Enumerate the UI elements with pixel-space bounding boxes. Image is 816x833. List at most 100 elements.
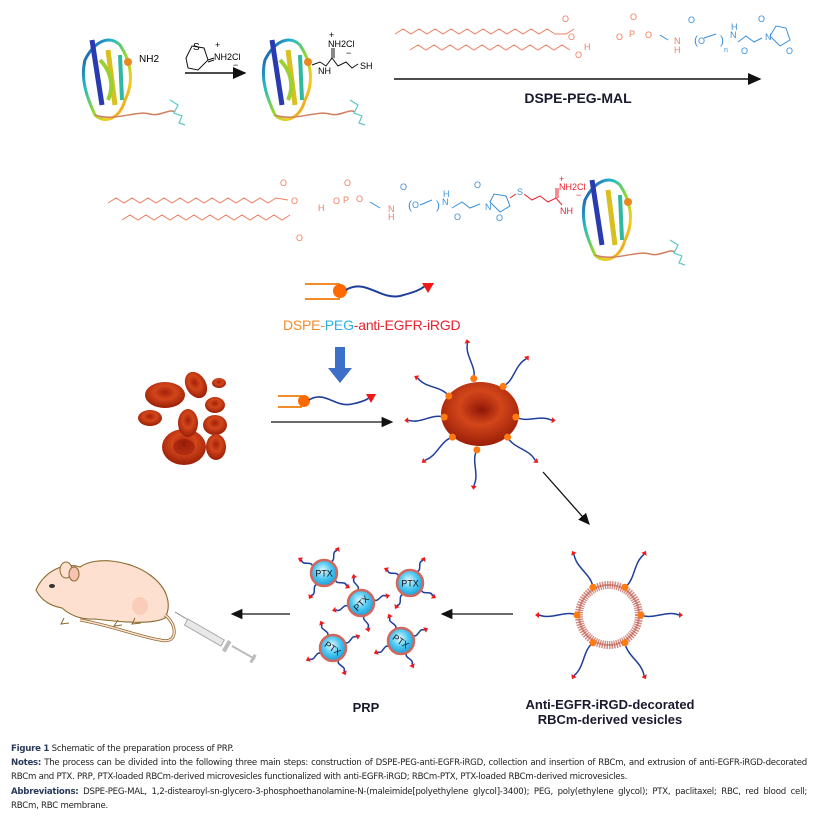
svg-text:n: n [724, 47, 728, 54]
antibody-label-part: -anti-EGFR-iRGD [353, 317, 461, 333]
peg-tether [320, 624, 329, 637]
peg-tether [335, 604, 349, 612]
ptx-core [386, 626, 416, 656]
peg-tether [424, 436, 453, 461]
dspe-label-part: DSPE- [283, 317, 325, 333]
caption-abbreviations: Abbreviations: DSPE-PEG-MAL, 1,2-distear… [11, 785, 807, 813]
svg-text:(: ( [694, 33, 698, 47]
svg-text:H: H [443, 189, 450, 199]
caption-notes: Notes: The process can be divided into t… [11, 756, 807, 784]
rbcm-vesicle [535, 550, 683, 680]
svg-text:S: S [517, 187, 523, 197]
peg-tether [573, 554, 594, 588]
irgd-ligand-marker [385, 593, 390, 600]
dspe-anchor [473, 446, 481, 454]
irgd-ligand-marker [387, 613, 393, 619]
irgd-ligand-marker [409, 663, 415, 669]
svg-text:O: O [400, 182, 407, 192]
peg-label-part: PEG [324, 317, 354, 333]
irgd-ligand-marker [535, 612, 539, 618]
svg-text:O: O [356, 194, 363, 204]
svg-text:−: − [576, 190, 581, 200]
peg-tether [408, 415, 445, 422]
svg-text:O: O [454, 212, 461, 222]
decorated-rbc [404, 339, 556, 490]
peg-tether [420, 589, 434, 597]
dspe-anchor [589, 639, 597, 647]
ptx-core [318, 633, 348, 663]
peg-tether [473, 449, 478, 487]
irgd-ligand-marker [404, 417, 409, 424]
svg-text:O: O [688, 15, 695, 25]
svg-text:O: O [575, 50, 582, 60]
abbreviations-text: DSPE-PEG-MAL, 1,2-distearoyl-sn-glycero-… [11, 786, 808, 811]
irgd-ligand-marker [421, 457, 427, 463]
peg-tether [506, 436, 536, 461]
svg-text:O: O [412, 200, 419, 210]
svg-text:N: N [674, 36, 681, 46]
peg-tether [396, 593, 404, 607]
svg-text:H: H [584, 42, 591, 52]
dspe-anchor [440, 413, 448, 421]
peg-tether [334, 579, 348, 587]
schematic-figure: NH2 S NH2Cl + − NH2Cl + − SH NH O O [35, 12, 793, 680]
svg-text:O: O [698, 36, 705, 46]
svg-text:): ) [720, 33, 724, 47]
peg-tether [624, 553, 645, 588]
iminothiolane-linker: NH2Cl + − SH NH [311, 30, 373, 76]
peg-tether [300, 559, 314, 567]
irgd-ligand-marker [384, 567, 389, 573]
irgd-ligand-marker [319, 620, 325, 626]
svg-text:NH: NH [318, 66, 331, 76]
thiolated-antibody-structure [261, 38, 366, 126]
peg-tether [377, 645, 390, 654]
svg-text:O: O [280, 178, 287, 188]
svg-text:): ) [436, 198, 440, 212]
ptx-label: PTX [315, 569, 333, 579]
irgd-ligand-marker [641, 674, 647, 680]
svg-text:N: N [485, 202, 492, 212]
notes-label: Notes: [11, 758, 42, 769]
svg-text:H: H [388, 212, 395, 222]
prp-particle: PTX [332, 574, 390, 632]
peg-tether [388, 617, 397, 630]
insertion-molecule-icon [278, 394, 376, 408]
peg-tether [538, 612, 578, 618]
svg-text:N: N [765, 32, 772, 42]
peg-tether [344, 635, 357, 644]
svg-text:N: N [388, 204, 395, 214]
peg-tether [416, 559, 424, 573]
irgd-ligand-marker [423, 627, 429, 633]
svg-text:O: O [474, 180, 481, 190]
dspe-anchor [504, 433, 512, 441]
peg-tether [405, 652, 414, 665]
ptx-core [395, 568, 425, 598]
svg-text:O: O [616, 32, 623, 42]
dspe-peg-anti-egfr-irgd-label: DSPE-PEG-anti-EGFR-iRGD [283, 317, 461, 333]
svg-text:O: O [344, 178, 351, 188]
irgd-ligand-marker [345, 583, 350, 589]
mouse-illustration [35, 560, 176, 643]
svg-text:O: O [333, 196, 340, 206]
irgd-ligand-marker [551, 417, 556, 424]
svg-text:H: H [318, 203, 325, 213]
irgd-ligand-marker [523, 355, 529, 361]
irgd-ligand-marker [431, 593, 436, 599]
irgd-ligand-marker [394, 604, 400, 609]
svg-text:NH2Cl: NH2Cl [559, 182, 586, 192]
peg-tether [386, 569, 400, 577]
svg-text:H: H [731, 22, 738, 32]
peg-tether [466, 342, 475, 379]
svg-text:O: O [291, 196, 298, 206]
svg-text:H: H [674, 45, 681, 55]
peg-tether [502, 358, 527, 388]
irgd-ligand-marker [571, 550, 577, 556]
peg-tether [412, 628, 425, 637]
peg-tether [624, 642, 645, 676]
svg-text:O: O [741, 46, 748, 56]
irgd-ligand-marker [414, 375, 420, 381]
peg-tether [373, 594, 387, 602]
irgd-ligand-marker [533, 457, 539, 463]
ptx-core [309, 558, 339, 588]
